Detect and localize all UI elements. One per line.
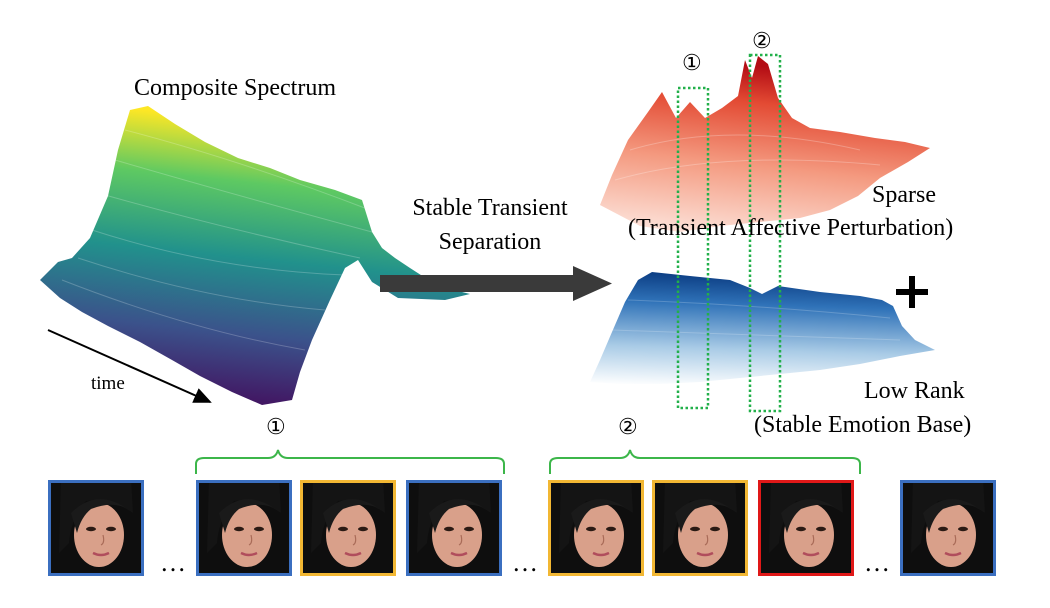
- video-frame: [196, 480, 292, 576]
- time-axis-arrow: [47, 329, 212, 403]
- perturbation-box-2: [748, 53, 782, 413]
- composite-spectrum-title: Composite Spectrum: [134, 75, 336, 101]
- face-image: [655, 483, 745, 573]
- video-frame: [548, 480, 644, 576]
- group-bracket-2: [549, 449, 861, 474]
- group-bracket-1: [195, 449, 505, 474]
- composite-spectrum-surface: [40, 106, 470, 405]
- face-image: [199, 483, 289, 573]
- face-image: [761, 483, 851, 573]
- marker-one-bottom: ①: [266, 414, 286, 439]
- ellipsis-2: …: [512, 548, 540, 577]
- ellipsis-3: …: [864, 548, 892, 577]
- low-rank-surface: [590, 272, 935, 384]
- plus-sign: [896, 276, 928, 308]
- sparse-sublabel: (Transient Affective Perturbation): [628, 215, 954, 241]
- marker-one-top: ①: [682, 50, 702, 75]
- video-frame: [900, 480, 996, 576]
- perturbation-box-1: [676, 86, 710, 410]
- ellipsis-1: …: [160, 548, 188, 577]
- face-image: [551, 483, 641, 573]
- time-label: time: [91, 373, 125, 394]
- arrow-label-line2: Separation: [438, 229, 542, 255]
- sparse-surface: [600, 56, 930, 232]
- video-frame: [758, 480, 854, 576]
- video-frame: [652, 480, 748, 576]
- separation-arrow: [380, 266, 612, 301]
- arrow-label-line1: Stable Transient: [412, 195, 568, 221]
- video-frame: [406, 480, 502, 576]
- low-rank-sublabel: (Stable Emotion Base): [754, 412, 972, 438]
- marker-two-top: ②: [752, 28, 772, 53]
- face-image: [409, 483, 499, 573]
- video-frame: [300, 480, 396, 576]
- face-image: [903, 483, 993, 573]
- marker-two-bottom: ②: [618, 414, 638, 439]
- sparse-label: Sparse: [872, 182, 936, 208]
- low-rank-label: Low Rank: [864, 378, 965, 404]
- video-frame: [48, 480, 144, 576]
- face-image: [51, 483, 141, 573]
- face-image: [303, 483, 393, 573]
